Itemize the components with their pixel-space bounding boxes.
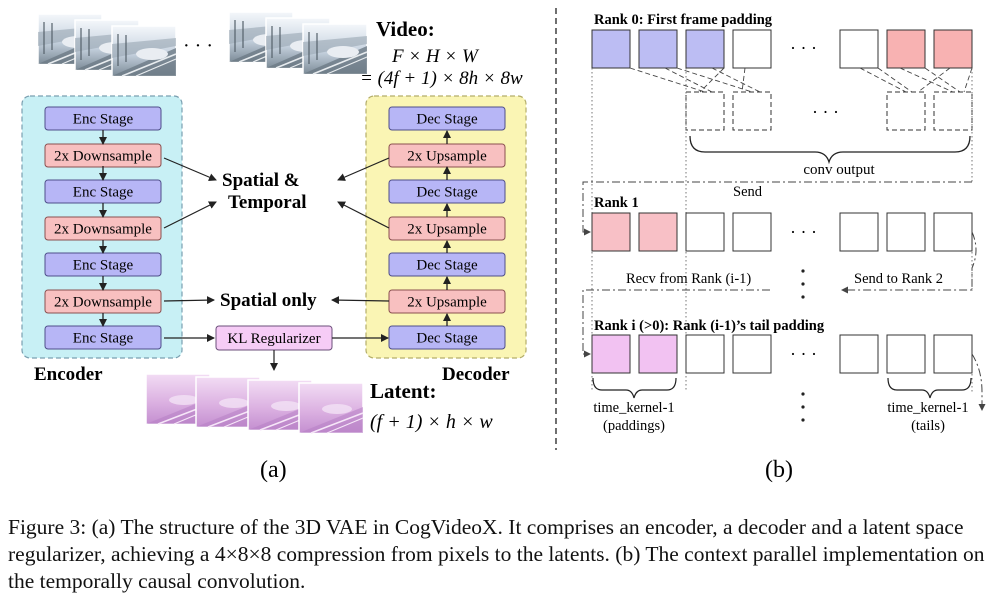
ranki-frame-6	[886, 334, 926, 374]
rank1-frame-4	[732, 212, 772, 252]
decoder-block-label-2: 2x Upsample	[407, 149, 487, 165]
send-path-rank0	[582, 181, 972, 236]
vertical-dots-2	[801, 392, 805, 422]
rank0-frame-3	[685, 29, 725, 69]
spatial-temporal-arrows	[163, 157, 390, 229]
rank0-frame-5	[839, 29, 879, 69]
kl-arrows	[164, 334, 389, 371]
send-path-rank1	[841, 231, 977, 294]
ranki-row	[591, 334, 973, 374]
send-label: Send	[733, 184, 763, 200]
encoder-label: Encoder	[34, 364, 103, 385]
caption-text: Figure 3: (a) The structure of the 3D VA…	[8, 515, 985, 593]
conv-output-1	[685, 91, 725, 131]
rank1-frame-2	[638, 212, 678, 252]
time-kernel-right-1: time_kernel-1	[887, 400, 968, 416]
spatial-temporal-label-1: Spatial &	[222, 170, 300, 191]
rank0-frame-7	[933, 29, 973, 69]
recv-from-label: Recv from Rank (i-1)	[626, 271, 751, 287]
rank0-ellipsis: · · ·	[790, 38, 817, 58]
decoder-block-label-3: Dec Stage	[416, 185, 478, 201]
conv-ellipsis: · · ·	[812, 102, 839, 122]
time-kernel-left-2: (paddings)	[603, 418, 665, 434]
ranki-ellipsis: · · ·	[790, 344, 817, 364]
rank0-frame-6	[886, 29, 926, 69]
latent-frames	[145, 373, 364, 434]
ranki-frame-3	[685, 334, 725, 374]
rank0-row	[591, 29, 973, 69]
decoder-label: Decoder	[442, 364, 510, 385]
ranki-send-path	[971, 353, 986, 411]
rank0-frame-4	[732, 29, 772, 69]
conv-output-brace	[689, 135, 971, 165]
tails-brace	[887, 377, 972, 399]
spatial-only-arrows	[163, 296, 390, 305]
rank0-frame-2	[638, 29, 678, 69]
rank1-frame-5	[839, 212, 879, 252]
kl-regularizer-label: KL Regularizer	[227, 331, 320, 347]
ranki-frame-7	[933, 334, 973, 374]
encoder-block-label-1: Enc Stage	[73, 112, 134, 128]
ranki-frame-1	[591, 334, 631, 374]
decoder-block-label-1: Dec Stage	[416, 112, 478, 128]
rank1-ellipsis: · · ·	[790, 222, 817, 242]
video-title: Video:	[376, 17, 435, 41]
rank1-frame-7	[933, 212, 973, 252]
send-to-label: Send to Rank 2	[854, 271, 943, 287]
rank1-row	[591, 212, 973, 252]
panel-b-label: (b)	[765, 457, 793, 483]
latent-title: Latent:	[370, 379, 437, 403]
time-kernel-right-2: (tails)	[911, 418, 945, 434]
video-dims-2: = (4f + 1) × 8h × 8w	[360, 68, 523, 89]
guide-lines	[591, 68, 973, 392]
recv-path-ranki	[582, 289, 770, 358]
ranki-frame-2	[638, 334, 678, 374]
rank1-title: Rank 1	[594, 195, 639, 211]
conv-output-3	[886, 91, 926, 131]
rank0-frame-1	[591, 29, 631, 69]
encoder-block-label-6: 2x Downsample	[54, 295, 152, 311]
rank1-frame-3	[685, 212, 725, 252]
encoder-block-label-3: Enc Stage	[73, 185, 134, 201]
video-dims-1: F × H × W	[391, 46, 480, 67]
encoder-block-label-5: Enc Stage	[73, 258, 134, 274]
panel-a-label: (a)	[260, 457, 287, 483]
paddings-brace	[592, 377, 677, 399]
latent-dims: (f + 1) × h × w	[370, 411, 493, 433]
panel-b: Rank 0: First frame padding · · · · · ·	[582, 12, 986, 483]
encoder-block-label-2: 2x Downsample	[54, 149, 152, 165]
rank1-frame-6	[886, 212, 926, 252]
ranki-title: Rank i (>0): Rank (i-1)’s tail padding	[594, 318, 825, 334]
conv-output-4	[933, 91, 973, 131]
conv-output-label: conv output	[803, 162, 875, 178]
video-ellipsis: · · ·	[183, 35, 213, 57]
conv-connections	[629, 67, 973, 93]
conv-output-row	[685, 91, 973, 131]
figure-caption: Figure 3: (a) The structure of the 3D VA…	[8, 514, 996, 595]
ranki-frame-5	[839, 334, 879, 374]
rank0-title: Rank 0: First frame padding	[594, 12, 773, 28]
decoder-block-label-6: 2x Upsample	[407, 295, 487, 311]
encoder-block-label-4: 2x Downsample	[54, 222, 152, 238]
decoder-block-label-7: Dec Stage	[416, 331, 478, 347]
spatial-temporal-label-2: Temporal	[228, 192, 306, 213]
time-kernel-left-1: time_kernel-1	[593, 400, 674, 416]
spatial-only-label: Spatial only	[220, 290, 317, 311]
panel-a: · · · Video: F × H × W = (4f + 1) × 8h ×…	[21, 11, 527, 483]
rank1-frame-1	[591, 212, 631, 252]
figure: · · · Video: F × H × W = (4f + 1) × 8h ×…	[21, 8, 986, 483]
conv-output-2	[732, 91, 772, 131]
ranki-frame-4	[732, 334, 772, 374]
decoder-block-label-4: 2x Upsample	[407, 222, 487, 238]
encoder-block-label-7: Enc Stage	[73, 331, 134, 347]
decoder-block-label-5: Dec Stage	[416, 258, 478, 274]
vertical-dots-1	[801, 269, 805, 299]
